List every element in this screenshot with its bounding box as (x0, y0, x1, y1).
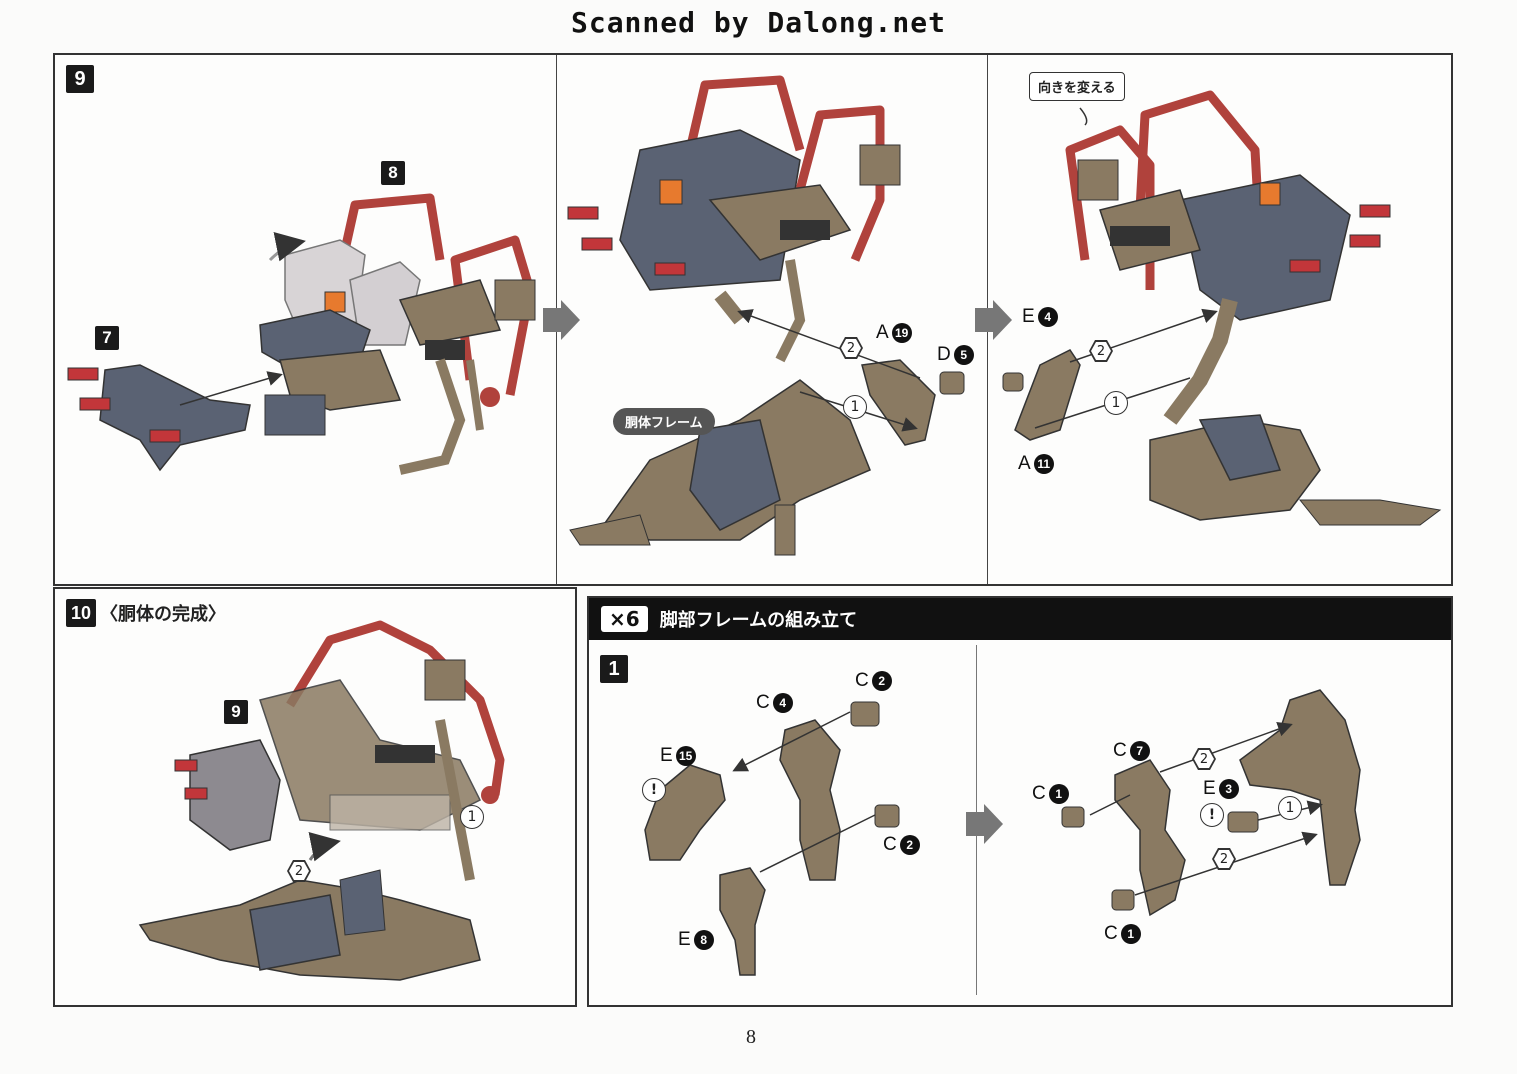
scan-watermark: Scanned by Dalong.net (570, 6, 946, 39)
order-2-marker: 2 (287, 860, 311, 882)
next-arrow-1 (543, 300, 580, 340)
next-arrow-3 (966, 804, 1003, 844)
step10-number: 10 (66, 599, 96, 627)
leg-assembly-right (1061, 689, 1361, 917)
order-2-marker: 2 (839, 337, 863, 359)
body-frame-label: 胴体フレーム (613, 408, 715, 435)
quantity-multiplier: ×6 (601, 606, 648, 632)
step9-assembly-2 (567, 75, 965, 556)
order-1-marker: 1 (460, 805, 484, 829)
step9-assembly-1 (67, 193, 536, 475)
caution-mark: ! (1200, 803, 1224, 827)
sub-step-7-label: 7 (95, 326, 119, 350)
next-arrow-2 (975, 300, 1012, 340)
order-1-marker: 1 (1104, 391, 1128, 415)
order-1-marker: 1 (1278, 796, 1302, 820)
step10-sub-step-9-label: 9 (224, 700, 248, 724)
leg-section-header: ×6 脚部フレームの組み立て (589, 598, 1451, 640)
step9-assembly-3 (1002, 90, 1442, 526)
step9-number: 9 (66, 65, 94, 93)
page-number: 8 (746, 1026, 756, 1048)
caution-mark: ! (642, 778, 666, 802)
turn-around-callout: 向きを変える (1029, 72, 1125, 101)
order-2-marker: 2 (1212, 848, 1236, 870)
sub-step-8-label: 8 (381, 161, 405, 185)
step10-title: 〈胴体の完成〉 (100, 604, 226, 625)
section-title: 脚部フレームの組み立て (659, 610, 858, 631)
order-1-marker: 1 (843, 395, 867, 419)
order-2-marker: 2 (1192, 748, 1216, 770)
step10-assembly (138, 620, 505, 981)
leg-step-number: 1 (600, 655, 628, 683)
order-2-marker: 2 (1089, 340, 1113, 362)
